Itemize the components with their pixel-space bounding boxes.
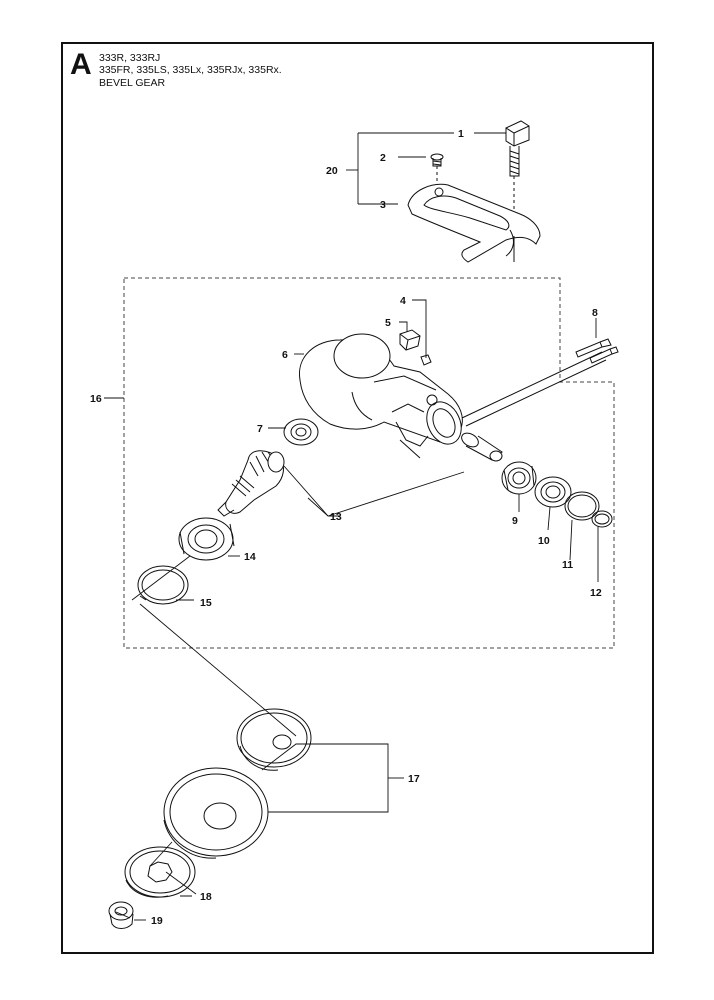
callout-2: 2 [380, 152, 386, 164]
callout-7: 7 [257, 423, 263, 435]
callout-4: 4 [400, 295, 406, 307]
lower-guard-disc-part [163, 767, 269, 859]
diagram-frame [61, 42, 654, 954]
callout-20: 20 [326, 165, 338, 177]
bearing-9-part [501, 461, 537, 495]
callout-16: 16 [90, 393, 102, 405]
small-screw-part [430, 153, 444, 185]
callout-19: 19 [151, 915, 163, 927]
bearing-7-part [283, 418, 319, 446]
bevel-gear-shaft-part [217, 450, 285, 517]
callout-13: 13 [330, 511, 342, 523]
adjustment-screw-part [505, 120, 530, 215]
callout-12: 12 [590, 587, 602, 599]
callout-11: 11 [562, 559, 573, 571]
callout-10: 10 [538, 535, 550, 547]
callout-3: 3 [380, 199, 386, 211]
callout-1: 1 [458, 128, 464, 140]
gear-housing-part [299, 333, 463, 459]
retaining-ring-15-part [137, 565, 189, 605]
circlip-11-part [564, 491, 600, 521]
leader-lines [104, 132, 599, 921]
bearing-14-part [178, 517, 235, 561]
support-washer-18-part [124, 846, 196, 898]
models-line-1: 333R, 333RJ [99, 52, 161, 64]
seal-10-part [534, 476, 572, 508]
nut-19-part [108, 901, 134, 929]
drive-shaft-line [461, 351, 607, 427]
assembly-boundary [123, 277, 615, 649]
filler-plug-part [399, 329, 421, 351]
circlip-12-part [591, 510, 613, 528]
clamp-bracket-part [407, 183, 541, 263]
upper-flange-part [236, 708, 312, 771]
callout-5: 5 [385, 317, 391, 329]
assembly-title: BEVEL GEAR [99, 77, 166, 89]
models-line-2: 335FR, 335LS, 335Lx, 335RJx, 335Rx. [99, 64, 282, 76]
small-pinion-shaft-part [461, 432, 503, 462]
callout-17: 17 [408, 773, 420, 785]
callout-14: 14 [244, 551, 256, 563]
callout-labels: 1 2 3 4 5 6 7 8 9 10 11 12 13 14 15 16 1… [90, 128, 602, 927]
section-letter: A [70, 48, 92, 81]
bolts-part [575, 338, 619, 364]
callout-18: 18 [200, 891, 212, 903]
callout-8: 8 [592, 307, 598, 319]
callout-15: 15 [200, 597, 212, 609]
callout-6: 6 [282, 349, 288, 361]
callout-9: 9 [512, 515, 518, 527]
